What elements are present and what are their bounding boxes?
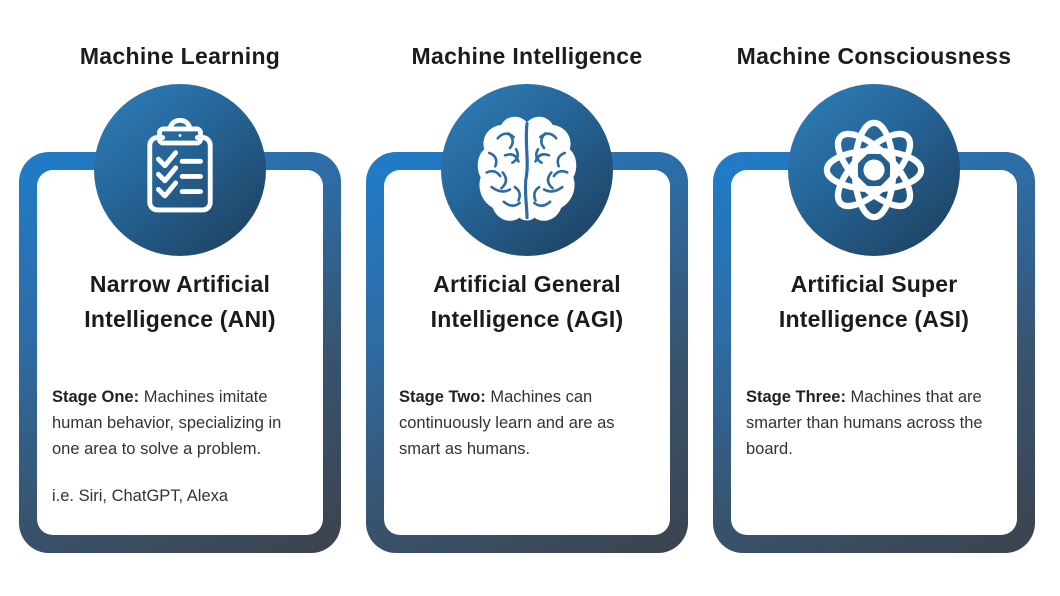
- card-agi: Machine Intelligence: [366, 0, 688, 596]
- card-description: Stage Two: Machines can continuously lea…: [399, 384, 651, 483]
- stage-text: Stage Two: Machines can continuously lea…: [399, 388, 615, 458]
- clipboard-checklist-icon: [126, 116, 234, 224]
- brain-icon: [466, 109, 588, 231]
- icon-circle: [441, 84, 613, 256]
- card-title: Artificial General Intelligence (AGI): [430, 271, 624, 332]
- stage-text: Stage One: Machines imitate human behavi…: [52, 388, 282, 458]
- card-heading: Machine Learning: [79, 43, 281, 69]
- example-text: i.e. Siri, ChatGPT, Alexa: [52, 487, 229, 505]
- card-heading: Machine Consciousness: [736, 43, 1012, 69]
- card-description: Stage Three: Machines that are smarter t…: [746, 384, 998, 483]
- card-title: Narrow Artificial Intelligence (ANI): [84, 271, 276, 332]
- icon-circle: [788, 84, 960, 256]
- card-title: Artificial Super Intelligence (ASI): [778, 271, 970, 332]
- card-asi: Machine Consciousness Artificial Super I…: [713, 0, 1035, 596]
- card-description: Stage One: Machines imitate human behavi…: [52, 384, 304, 509]
- icon-circle: [94, 84, 266, 256]
- atom-icon: [812, 108, 936, 232]
- card-heading: Machine Intelligence: [411, 43, 643, 69]
- card-ani: Machine Learning Narrow: [19, 0, 341, 596]
- stage-text: Stage Three: Machines that are smarter t…: [746, 388, 983, 458]
